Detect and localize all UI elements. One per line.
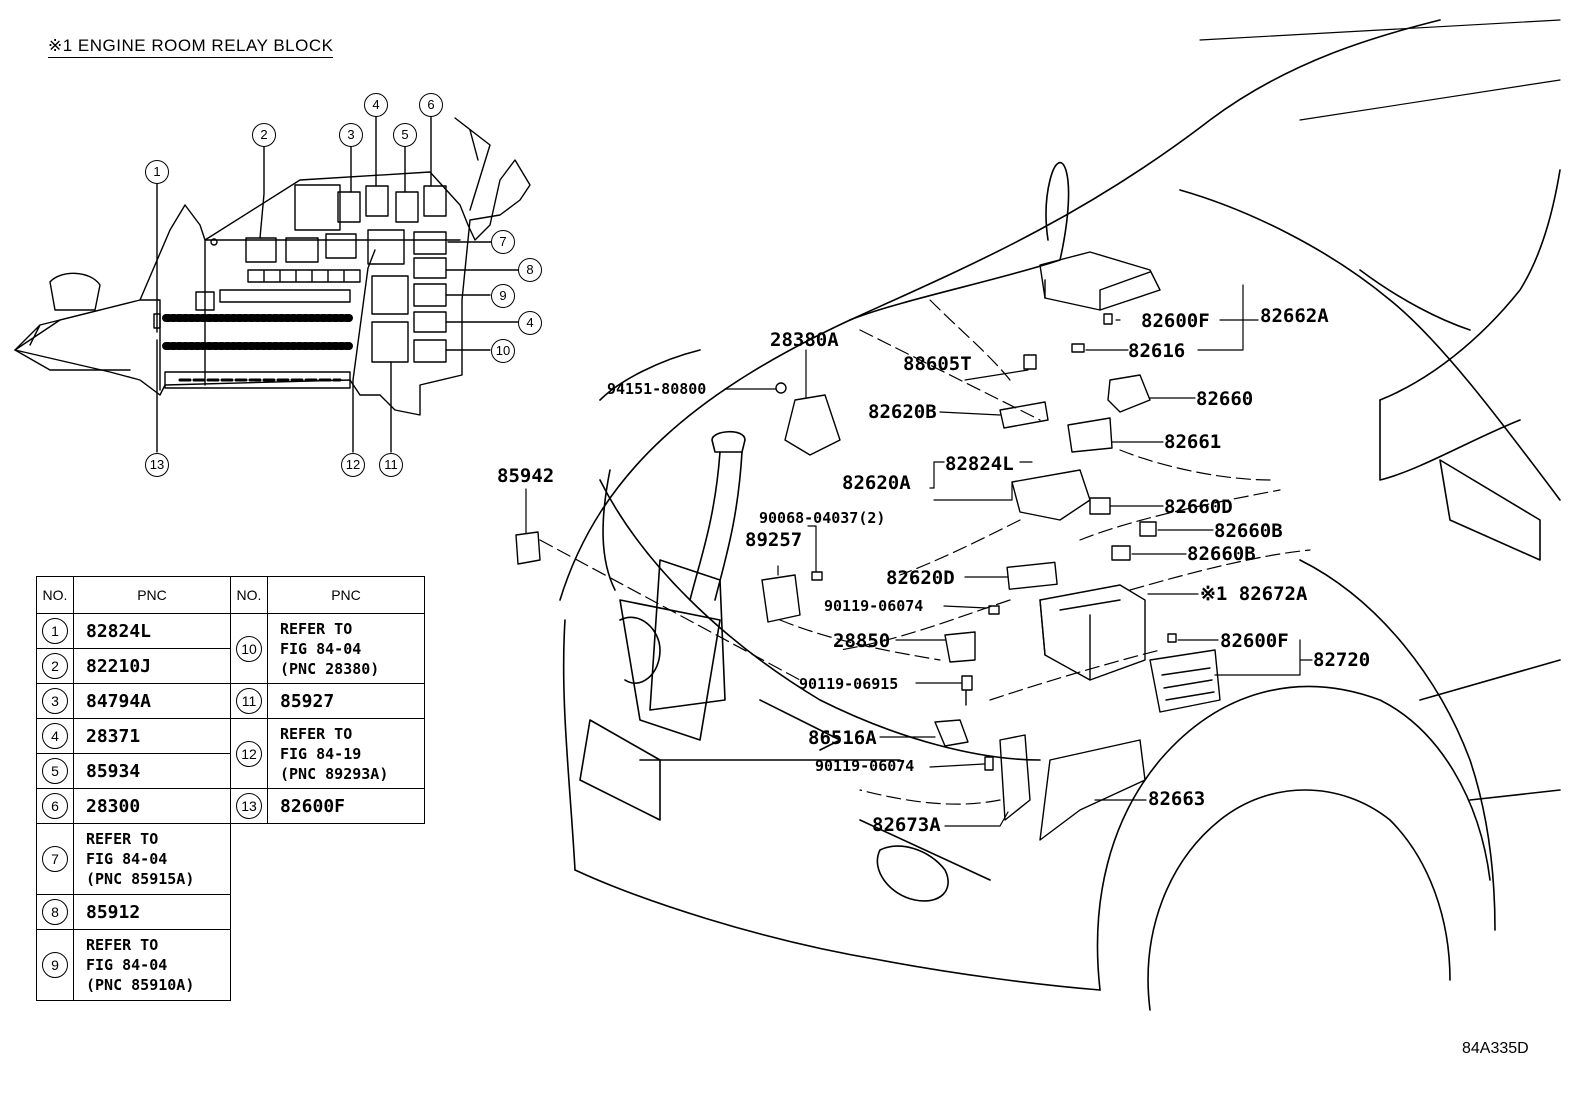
row-no: 4 <box>36 718 74 754</box>
part-label-90119-06074-b: 90119-06074 <box>815 757 915 775</box>
row-pnc: REFER TO FIG 84-04 (PNC 85915A) <box>73 823 231 895</box>
pnc-line: REFER TO <box>86 936 159 954</box>
part-label-82660B-2: 82660B <box>1187 543 1256 565</box>
row-no: 5 <box>36 753 74 789</box>
header-pnc-left: PNC <box>73 576 231 614</box>
row-pnc: 82600F <box>267 788 425 824</box>
callout-1: 1 <box>145 160 169 184</box>
callout-13: 13 <box>145 453 169 477</box>
part-label-88605T: 88605T <box>903 353 972 375</box>
row-pnc: REFER TO FIG 84-04 (PNC 28380) <box>267 613 425 684</box>
callout-4: 4 <box>364 93 388 117</box>
row-no: 12 <box>230 718 268 789</box>
part-label-82660B-1: 82660B <box>1214 520 1283 542</box>
part-label-90068-04037: 90068-04037(2) <box>759 509 886 527</box>
row-no: 13 <box>230 788 268 824</box>
pnc-line: (PNC 85910A) <box>86 976 195 994</box>
row-no: 1 <box>36 613 74 649</box>
row-pnc: 82210J <box>73 648 231 684</box>
callout-2: 2 <box>252 123 276 147</box>
part-label-82720: 82720 <box>1313 649 1371 671</box>
part-leader-lines <box>525 284 1313 827</box>
part-label-82673A: 82673A <box>872 814 941 836</box>
part-label-82824L: 82824L <box>945 453 1014 475</box>
part-label-82620D: 82620D <box>886 567 955 589</box>
part-label-28380A: 28380A <box>770 329 839 351</box>
callout-12: 12 <box>341 453 365 477</box>
header-pnc-right: PNC <box>267 576 425 614</box>
pnc-line: FIG 84-04 <box>280 639 362 658</box>
row-pnc: REFER TO FIG 84-19 (PNC 89293A) <box>267 718 425 789</box>
part-label-85942: 85942 <box>497 465 555 487</box>
row-no: 7 <box>36 823 74 895</box>
row-no: 10 <box>230 613 268 684</box>
part-label-89257: 89257 <box>745 529 803 551</box>
pnc-table: NO. PNC NO. PNC 1 82824L 10 REFER TO FIG… <box>36 576 425 1001</box>
row-no: 9 <box>36 929 74 1001</box>
pnc-line: (PNC 89293A) <box>280 764 389 783</box>
row-pnc: 84794A <box>73 683 231 719</box>
pnc-line: FIG 84-04 <box>86 850 168 868</box>
callout-6: 6 <box>419 93 443 117</box>
row-pnc: REFER TO FIG 84-04 (PNC 85910A) <box>73 929 231 1001</box>
part-label-82661: 82661 <box>1164 431 1222 453</box>
pnc-line: (PNC 28380) <box>280 659 380 678</box>
row-no: 6 <box>36 788 74 824</box>
part-label-86516A: 86516A <box>808 727 877 749</box>
relay-block-inset <box>14 115 531 453</box>
row-no: 8 <box>36 894 74 930</box>
pnc-line: FIG 84-04 <box>86 956 168 974</box>
part-label-82600F-mid: 82600F <box>1220 630 1289 652</box>
part-label-82620A: 82620A <box>842 472 911 494</box>
row-pnc: 85927 <box>267 683 425 719</box>
row-no: 11 <box>230 683 268 719</box>
row-pnc: 28300 <box>73 788 231 824</box>
pnc-line: FIG 84-19 <box>280 744 362 763</box>
inset-title: ※1 ENGINE ROOM RELAY BLOCK <box>48 36 334 58</box>
callout-10: 10 <box>491 339 515 363</box>
part-label-90119-06074-a: 90119-06074 <box>824 597 924 615</box>
part-label-82660: 82660 <box>1196 388 1254 410</box>
part-label-82620B: 82620B <box>868 401 937 423</box>
part-label-82660D: 82660D <box>1164 496 1233 518</box>
callout-5: 5 <box>393 123 417 147</box>
callout-9: 9 <box>491 284 515 308</box>
callout-8: 8 <box>518 258 542 282</box>
row-pnc: 85912 <box>73 894 231 930</box>
figure-code: 84A335D <box>1462 1040 1529 1057</box>
row-no: 2 <box>36 648 74 684</box>
pnc-line: REFER TO <box>280 619 353 638</box>
callout-11: 11 <box>379 453 403 477</box>
header-no-left: NO. <box>36 576 74 614</box>
row-no: 3 <box>36 683 74 719</box>
row-pnc: 28371 <box>73 718 231 754</box>
part-label-28850: 28850 <box>833 630 891 652</box>
part-shapes <box>515 251 1221 841</box>
part-label-82600F-top: 82600F <box>1141 310 1210 332</box>
vehicle-outline <box>559 19 1561 1011</box>
pnc-line: (PNC 85915A) <box>86 870 195 888</box>
part-label-82672A: ※1 82672A <box>1200 583 1308 605</box>
pnc-line: REFER TO <box>280 724 353 743</box>
part-label-82663: 82663 <box>1148 788 1206 810</box>
part-label-82662A: 82662A <box>1260 305 1329 327</box>
header-no-right: NO. <box>230 576 268 614</box>
callout-3: 3 <box>339 123 363 147</box>
row-pnc: 85934 <box>73 753 231 789</box>
part-label-82616: 82616 <box>1128 340 1186 362</box>
part-label-94151-80800: 94151-80800 <box>607 380 707 398</box>
pnc-line: REFER TO <box>86 830 159 848</box>
part-label-90119-06915: 90119-06915 <box>799 675 899 693</box>
row-pnc: 82824L <box>73 613 231 649</box>
callout-7: 7 <box>491 230 515 254</box>
callout-4b: 4 <box>518 311 542 335</box>
